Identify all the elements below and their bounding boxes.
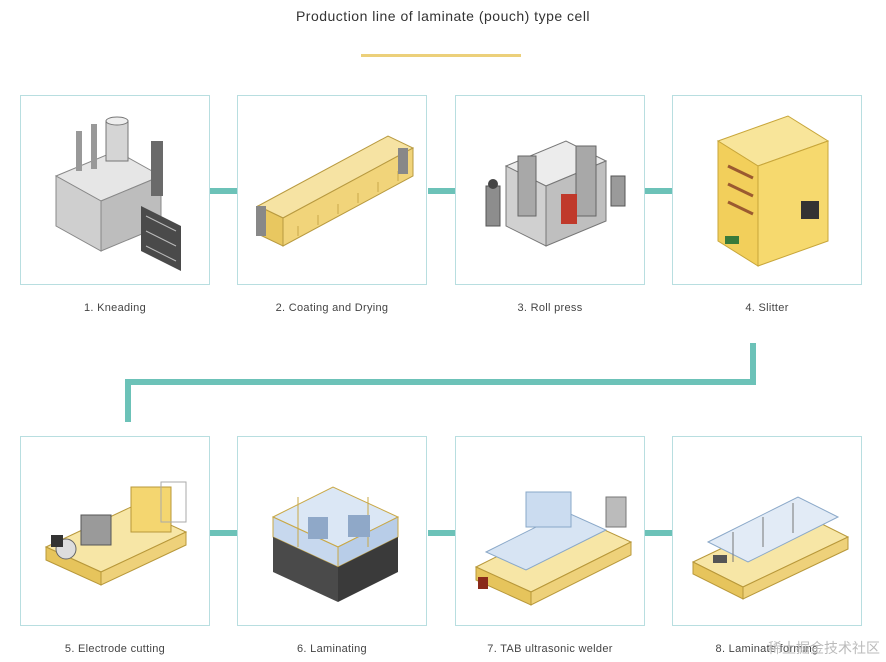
step-label-8: 8. Laminate forming: [715, 643, 819, 655]
step-card-7: [455, 436, 645, 626]
laminating-machine-icon: [271, 486, 400, 602]
step-card-6: [237, 436, 427, 626]
step-card-1: [20, 95, 210, 285]
ultrasonic-welder-icon: [474, 491, 633, 606]
laminate-forming-icon: [691, 496, 850, 600]
connector-5-6: [210, 530, 237, 536]
electrode-cutter-icon: [44, 481, 188, 586]
step-label-4: 4. Slitter: [745, 302, 789, 314]
step-label-7: 7. TAB ultrasonic welder: [487, 643, 613, 655]
connector-3-4: [645, 188, 672, 194]
watermark: 稀土掘金技术社区: [768, 640, 880, 656]
connector-2-3: [428, 188, 455, 194]
connector-1-2: [210, 188, 237, 194]
roll-press-icon: [485, 140, 626, 247]
diagram-title: Production line of laminate (pouch) type…: [295, 8, 591, 24]
title-underline: [361, 54, 521, 57]
step-label-6: 6. Laminating: [297, 643, 367, 655]
step-label-5: 5. Electrode cutting: [64, 643, 166, 655]
connector-6-7: [428, 530, 455, 536]
connector-7-8: [645, 530, 672, 536]
step-card-4: [672, 95, 862, 285]
step-card-5: [20, 436, 210, 626]
route-down-to-5: [125, 379, 131, 422]
route-across: [125, 379, 756, 385]
kneading-machine-icon: [54, 116, 181, 271]
coating-dryer-icon: [256, 135, 415, 247]
step-card-8: [672, 436, 862, 626]
step-card-2: [237, 95, 427, 285]
step-card-3: [455, 95, 645, 285]
step-label-3: 3. Roll press: [517, 302, 583, 314]
step-label-2: 2. Coating and Drying: [275, 302, 389, 314]
route-down-from-4: [750, 343, 756, 385]
slitter-machine-icon: [716, 115, 830, 267]
step-label-1: 1. Kneading: [83, 302, 147, 314]
